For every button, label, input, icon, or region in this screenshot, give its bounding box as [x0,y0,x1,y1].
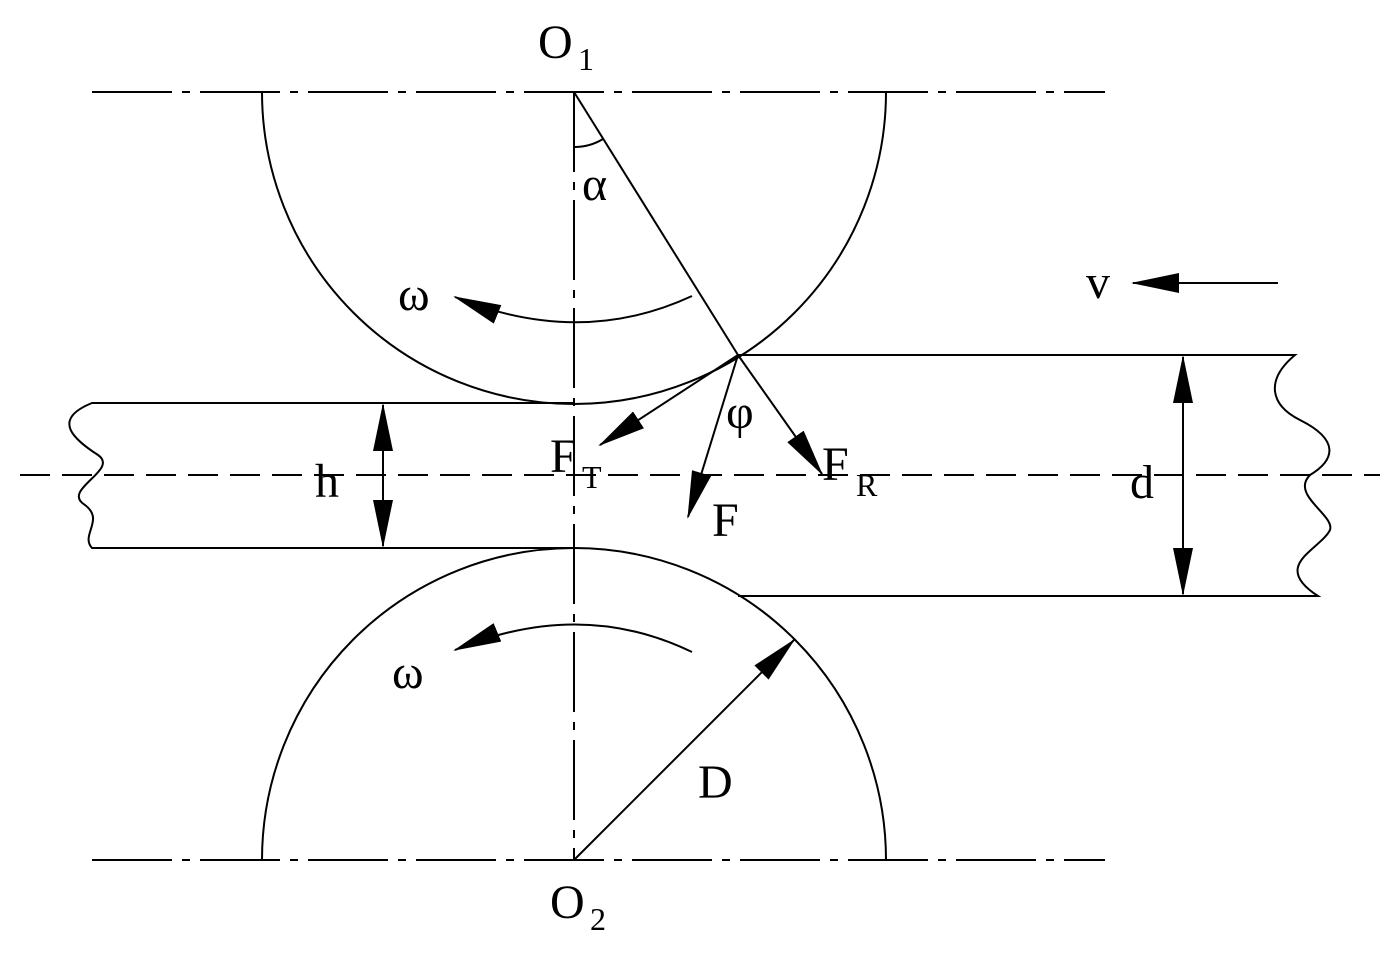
resultant-force-arrow [687,354,739,519]
label-d: d [1130,456,1154,509]
workpiece-entry [738,354,1332,597]
label-o1-sub: 1 [578,41,594,77]
label-phi: φ [726,386,754,439]
label-ft: F [550,430,577,483]
label-fr-sub: R [856,467,878,503]
contact-radius-line [573,91,739,356]
label-f: F [712,494,739,547]
label-diameter: D [698,756,733,809]
workpiece-exit [68,402,574,549]
label-h: h [315,455,339,508]
label-o2: O [550,876,585,929]
alpha-angle-arc [573,138,604,149]
label-fr: F [822,438,849,491]
label-o1: O [538,16,573,69]
label-v: v [1086,256,1110,309]
label-omega-bottom: ω [392,646,424,699]
diameter-arrow [573,638,796,861]
radial-force-arrow [737,354,824,476]
top-roll-rotation-arrow [453,295,693,324]
label-o2-sub: 2 [590,901,606,937]
tangential-force-arrow [598,354,739,447]
bottom-roll-rotation-arrow [453,623,693,653]
label-alpha: α [582,158,607,211]
label-ft-sub: T [582,459,602,495]
label-omega-top: ω [398,268,430,321]
